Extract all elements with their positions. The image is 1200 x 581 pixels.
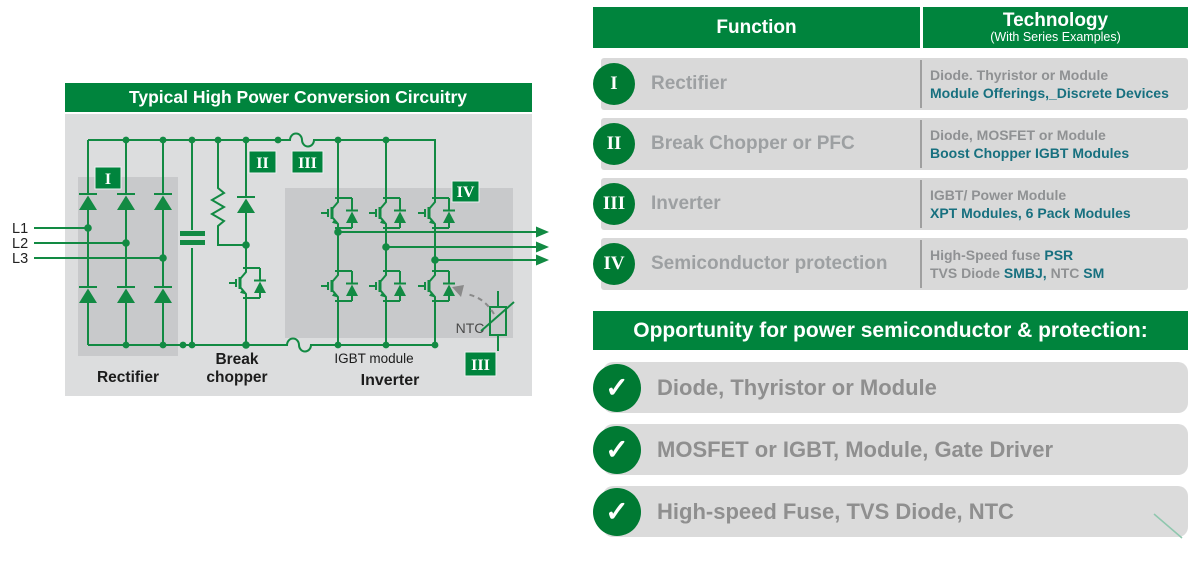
tech-line: Diode, MOSFET or Module — [930, 126, 1129, 144]
technology-title: Technology — [1002, 9, 1109, 31]
row-background — [601, 58, 1188, 110]
circuit-title: Typical High Power Conversion Circuitry — [129, 87, 467, 107]
circuit-diagram: Typical High Power Conversion Circuitry … — [12, 83, 549, 396]
output-arrows — [338, 226, 549, 266]
tech-line: High-Speed fuse PSR — [930, 246, 1104, 264]
label-inverter: Inverter — [361, 372, 420, 389]
item-background — [603, 486, 1188, 537]
table-header-technology: Technology (With Series Examples) — [923, 7, 1188, 48]
opportunity-list: ✓ Diode, Thyristor or Module ✓ MOSFET or… — [593, 362, 1188, 548]
input-lines — [34, 227, 163, 259]
numeral-badge: I — [593, 63, 635, 105]
table-header: Function Technology (With Series Example… — [593, 7, 1188, 48]
numeral-badge: II — [593, 123, 635, 165]
tech-line: IGBT/ Power Module — [930, 186, 1131, 204]
svg-text:I: I — [105, 171, 111, 188]
label-break: Break — [215, 351, 258, 368]
column-divider — [920, 240, 922, 288]
capacitor-icon — [180, 140, 205, 345]
label-rectifier: Rectifier — [97, 369, 159, 386]
label-igbt-module: IGBT module — [334, 351, 413, 366]
numeral-badge: IV — [593, 243, 635, 285]
numeral-badge: III — [593, 183, 635, 225]
dc-bus-top — [88, 132, 436, 198]
resistor-icon — [210, 140, 246, 246]
opportunity-item: ✓ High-speed Fuse, TVS Diode, NTC — [593, 486, 1188, 537]
ntc-icon — [480, 291, 515, 351]
tech-line: Module Offerings,_Discrete Devices — [930, 84, 1169, 102]
svg-text:III: III — [471, 357, 490, 374]
ntc-pointer-arrow — [452, 285, 495, 315]
column-divider — [920, 120, 922, 168]
tech-text: Boost Chopper IGBT Modules — [930, 145, 1130, 161]
input-label-l1: L1 — [12, 221, 28, 237]
tech-text: Module Offerings,_Discrete Devices — [930, 85, 1169, 101]
tech-text: SMBJ, — [1003, 265, 1047, 281]
tech-text: IGBT/ Power Module — [930, 186, 1067, 203]
opportunity-banner: Opportunity for power semiconductor & pr… — [593, 311, 1188, 350]
tech-text: Diode, MOSFET or Module — [930, 126, 1106, 143]
row-background — [601, 178, 1188, 230]
badge-protection: IV — [451, 180, 480, 203]
rectifier-bridge — [78, 140, 173, 345]
badge-inverter-top: III — [291, 150, 324, 174]
table-row: IV Semiconductor protection High-Speed f… — [593, 238, 1188, 290]
item-label: Diode, Thyristor or Module — [657, 374, 937, 400]
tech-line: Diode. Thyristor or Module — [930, 66, 1169, 84]
badge-inverter-bottom: III — [464, 351, 497, 377]
tech-line: Boost Chopper IGBT Modules — [930, 144, 1129, 162]
tech-line: TVS Diode SMBJ, NTC SM — [930, 264, 1104, 282]
tech-text: NTC — [1046, 265, 1084, 281]
tech-text: TVS Diode — [930, 265, 1004, 281]
row-background — [601, 238, 1188, 290]
item-background — [603, 362, 1188, 413]
label-chopper: chopper — [206, 369, 267, 386]
item-background — [603, 424, 1188, 475]
column-divider — [920, 60, 922, 108]
circuit-title-bar — [65, 83, 532, 112]
opportunity-item: ✓ MOSFET or IGBT, Module, Gate Driver — [593, 424, 1188, 475]
decor-line — [1153, 513, 1183, 539]
tech-text: PSR — [1044, 246, 1074, 263]
table-header-function: Function — [593, 7, 920, 48]
opportunity-item: ✓ Diode, Thyristor or Module — [593, 362, 1188, 413]
tech-line: XPT Modules, 6 Pack Modules — [930, 204, 1131, 222]
checkmark-icon: ✓ — [593, 425, 641, 474]
svg-text:II: II — [256, 155, 268, 172]
function-label: Rectifier — [651, 73, 728, 94]
input-label-l2: L2 — [12, 236, 28, 252]
function-label: Inverter — [651, 193, 721, 214]
brake-chopper — [210, 140, 268, 345]
tech-text: Diode. Thyristor or Module — [930, 66, 1109, 83]
function-label: Semiconductor protection — [651, 253, 888, 274]
column-divider — [920, 180, 922, 228]
input-label-l3: L3 — [12, 251, 28, 267]
badge-rectifier: I — [94, 166, 122, 190]
table-row: II Break Chopper or PFC Diode, MOSFET or… — [593, 118, 1188, 170]
function-label: Break Chopper or PFC — [651, 133, 855, 154]
tech-text: SM — [1083, 265, 1105, 281]
junction-dots — [84, 136, 439, 349]
row-background — [601, 118, 1188, 170]
svg-text:III: III — [298, 155, 317, 172]
tech-text: XPT Modules, 6 Pack Modules — [930, 205, 1131, 221]
checkmark-icon: ✓ — [593, 363, 641, 412]
tech-text: High-Speed fuse — [930, 246, 1045, 263]
header-divider — [920, 7, 923, 48]
item-label: MOSFET or IGBT, Module, Gate Driver — [657, 436, 1054, 462]
checkmark-icon: ✓ — [593, 487, 641, 536]
label-ntc: NTC — [456, 320, 485, 336]
technology-subtitle: (With Series Examples) — [990, 29, 1121, 44]
badge-chopper: II — [248, 150, 277, 174]
dc-bus-bottom — [88, 337, 435, 353]
item-label: High-speed Fuse, TVS Diode, NTC — [657, 498, 1014, 524]
svg-text:IV: IV — [457, 184, 475, 201]
